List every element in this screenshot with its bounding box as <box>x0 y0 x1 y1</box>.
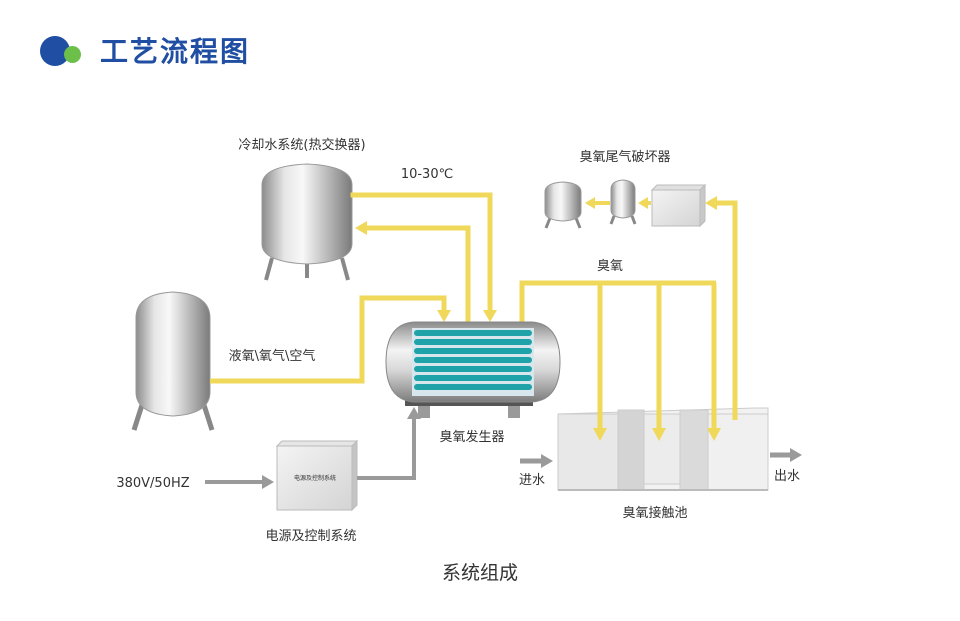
ozone-generator <box>385 321 561 418</box>
destructor-tank-2 <box>609 179 637 225</box>
grey-arrows <box>205 407 802 489</box>
control-label: 电源及控制系统 <box>265 529 356 544</box>
cooling-pipes <box>350 192 497 325</box>
destructor-label: 臭氧尾气破坏器 <box>579 149 670 165</box>
cooling-label: 冷却水系统(热交换器) <box>238 137 365 153</box>
contact-tank <box>557 407 769 491</box>
control-box-text: 电源及控制系统 <box>294 474 336 482</box>
oxygen-pipe <box>210 295 451 384</box>
ozone-pipes <box>519 280 721 441</box>
logo-icon <box>40 32 86 68</box>
water-in-label: 进水 <box>519 473 545 488</box>
offgas-pipes <box>585 196 738 420</box>
temperature-label: 10-30℃ <box>401 167 453 182</box>
header: 工艺流程图 <box>40 30 250 70</box>
cooling-tank <box>261 163 353 281</box>
power-input-label: 380V/50HZ <box>116 476 189 491</box>
oxygen-tank <box>131 291 215 431</box>
oxygen-label: 液氧\氧气\空气 <box>229 348 316 364</box>
generator-label: 臭氧发生器 <box>439 429 504 445</box>
control-box <box>275 439 359 512</box>
diagram-caption: 系统组成 <box>441 562 518 584</box>
destructor-box <box>650 183 707 228</box>
water-out-label: 出水 <box>774 469 800 484</box>
page-title: 工艺流程图 <box>100 35 251 68</box>
generator-tubes <box>414 330 532 390</box>
destructor-tank-1 <box>544 181 582 229</box>
contact-tank-label: 臭氧接触池 <box>622 505 687 521</box>
ozone-label: 臭氧 <box>597 259 623 274</box>
